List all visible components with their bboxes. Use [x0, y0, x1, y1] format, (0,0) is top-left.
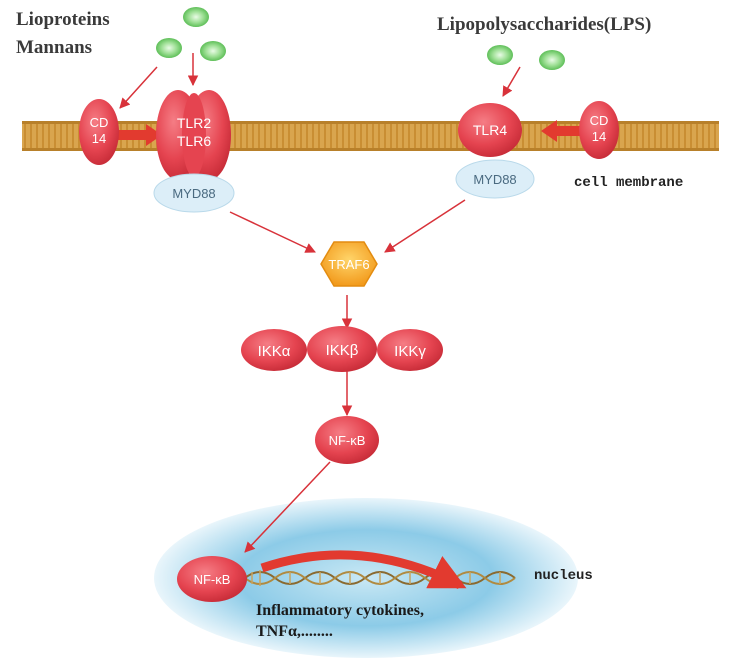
ikk-gamma-node [377, 329, 443, 371]
arrow-ligand-to-tlr4 [502, 66, 521, 97]
nfkb-cytoplasm-label: NF-κB [329, 433, 366, 448]
myd88-right-label: MYD88 [473, 172, 516, 187]
cytokines-label-line1: Inflammatory cytokines, [256, 602, 424, 619]
nfkb-cytoplasm-node: NF-κB [315, 416, 379, 464]
ikk-beta-node [307, 326, 377, 372]
cytokines-label-line2: TNFα,........ [256, 623, 333, 640]
arrow-myd88-left-to-traf6 [229, 211, 316, 253]
ikk-alpha-node [241, 329, 307, 371]
tlr4-receptor: TLR4 [458, 103, 522, 157]
cell-membrane-label: cell membrane [574, 175, 683, 191]
membrane-arrows [118, 120, 585, 146]
ikk-complex: IKKα IKKβ IKKγ [241, 326, 443, 372]
tlr2-tlr6-receptor: TLR2 TLR6 [156, 90, 231, 180]
cd14-left-label-line1: CD [90, 115, 109, 130]
ligand-left-label-line2: Mannans [16, 37, 92, 58]
tlr6-label: TLR6 [177, 133, 211, 149]
ligand-dots [156, 7, 565, 70]
tlr4-label: TLR4 [473, 122, 507, 138]
tlr2-label: TLR2 [177, 115, 211, 131]
cd14-right-label-line1: CD [590, 113, 609, 128]
traf6-label: TRAF6 [328, 257, 369, 272]
ligand-right-label: Lipopolysaccharides(LPS) [437, 14, 651, 35]
myd88-left: MYD88 [153, 173, 235, 213]
nucleus-label: nucleus [534, 568, 593, 584]
cd14-right: CD 14 [579, 101, 619, 159]
arrow-ligand-to-cd14-left [119, 66, 158, 109]
ligand-left-label-line1: Lioproteins [16, 9, 110, 30]
arrow-nfkb-to-nucleus [244, 461, 331, 553]
ligand-dot [487, 45, 513, 65]
myd88-right: MYD88 [455, 159, 535, 199]
cd14-left: CD 14 [79, 99, 119, 165]
signal-arrows [119, 53, 521, 553]
ligand-dot [200, 41, 226, 61]
cd14-left-label-line2: 14 [92, 131, 106, 146]
nfkb-nucleus-label: NF-κB [194, 572, 231, 587]
ligand-dot [183, 7, 209, 27]
myd88-left-label: MYD88 [172, 186, 215, 201]
ikk-gamma-label: IKKγ [394, 343, 426, 360]
ligand-dot [539, 50, 565, 70]
traf6-node: TRAF6 [320, 241, 378, 287]
ikk-beta-label: IKKβ [326, 342, 359, 359]
transcription-arrow [260, 550, 467, 590]
ikk-alpha-label: IKKα [258, 343, 291, 360]
cd14-right-label-line2: 14 [592, 129, 606, 144]
arrow-myd88-right-to-traf6 [384, 199, 466, 253]
ligand-dot [156, 38, 182, 58]
nfkb-nucleus-node: NF-κB [177, 556, 247, 602]
